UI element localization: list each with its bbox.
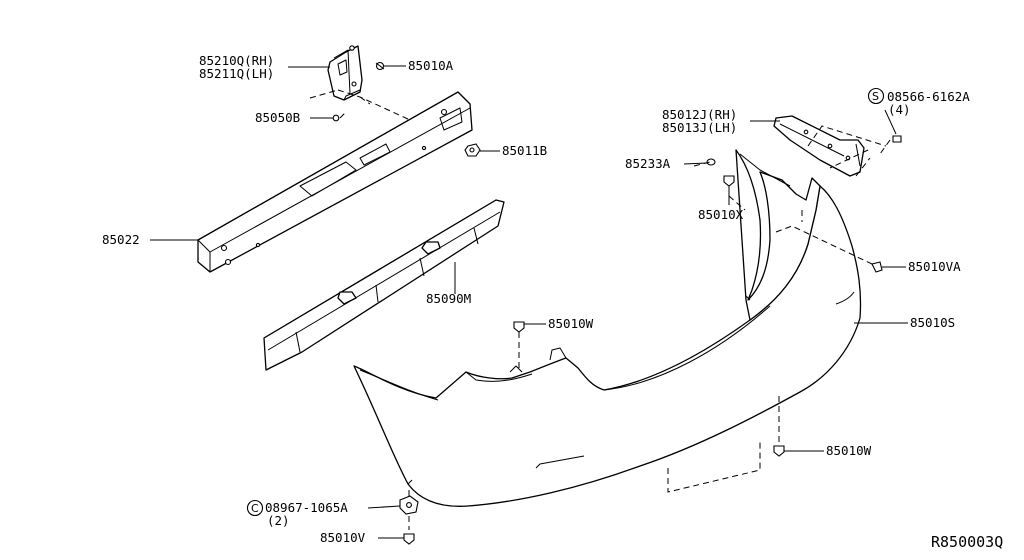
assembly-guide-bracket (309, 89, 411, 121)
absorber-85090m-drawing (263, 199, 505, 371)
label-85013j: 85013J(LH) (662, 120, 737, 135)
label-85210q: 85210Q(RH) (199, 53, 274, 68)
nut-08967-drawing (399, 490, 419, 515)
label-85010v: 85010V (320, 530, 366, 545)
label-85010w-top: 85010W (548, 316, 594, 331)
clip-85010w-bottom-drawing (773, 445, 785, 457)
nut-symbol-c: C (246, 499, 264, 517)
nut-85011b-drawing (464, 143, 481, 157)
svg-text:C: C (251, 502, 259, 515)
bracket-85210q-drawing (327, 45, 363, 101)
clip-85010v-drawing (403, 516, 415, 545)
label-08967-qty: (2) (267, 513, 290, 528)
clip-85010va-drawing (871, 261, 883, 273)
label-08566-qty: (4) (888, 102, 911, 117)
clip-85010w-top-drawing (513, 321, 525, 333)
label-85050b: 85050B (255, 110, 300, 125)
screw-symbol-s: S (867, 87, 885, 105)
reinforcement-85022-drawing (197, 91, 473, 273)
screw-08566-drawing (892, 135, 902, 143)
label-85233a: 85233A (625, 156, 671, 171)
bolt-85050b-drawing (332, 114, 340, 122)
clip-85010a-drawing (375, 61, 385, 71)
label-85010s: 85010S (910, 315, 955, 330)
bumper-fascia-85010s-drawing (353, 149, 862, 507)
label-85010a: 85010A (408, 58, 454, 73)
svg-text:S: S (872, 90, 879, 103)
leader-lines (150, 65, 908, 539)
label-85011b: 85011B (502, 143, 547, 158)
label-85010w-bottom: 85010W (826, 443, 872, 458)
label-08566-6162a: 08566-6162A (887, 89, 970, 104)
assembly-guide-fascia (518, 139, 891, 493)
label-08967-1065a: 08967-1065A (265, 500, 348, 515)
label-85010va: 85010VA (908, 259, 961, 274)
side-bracket-85012j-drawing (773, 115, 887, 177)
label-85211q: 85211Q(LH) (199, 66, 274, 81)
label-85012j: 85012J(RH) (662, 107, 737, 122)
label-85022: 85022 (102, 232, 140, 247)
label-85010x: 85010X (698, 207, 744, 222)
diagram-reference-code: R850003Q (931, 533, 1003, 551)
label-85090m: 85090M (426, 291, 471, 306)
clip-85233a-drawing (706, 158, 716, 166)
